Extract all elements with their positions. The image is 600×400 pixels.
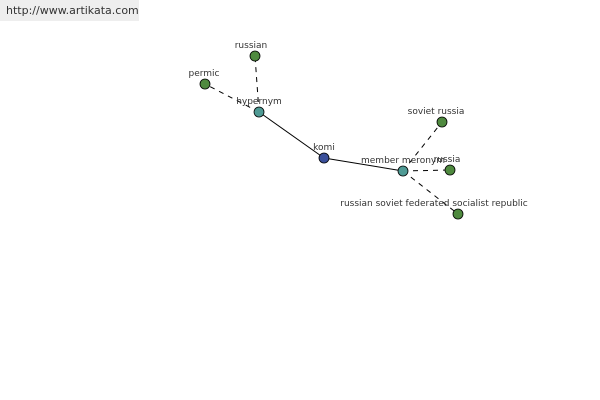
node-permic-marker[interactable] <box>199 78 211 90</box>
node-permic-label[interactable]: permic <box>188 69 219 79</box>
node-rsfsr-label[interactable]: russian soviet federated socialist repub… <box>340 199 528 209</box>
node-komi-label[interactable]: komi <box>313 143 335 153</box>
node-permic[interactable]: permic <box>188 69 220 90</box>
graph-edges <box>204 55 459 215</box>
edge-komi-hypernym <box>258 111 325 159</box>
node-russia[interactable]: russia <box>434 155 461 176</box>
node-hypernym[interactable]: hypernym <box>236 97 282 118</box>
graph-nodes: komi hypernym member meronym russian permic s… <box>188 41 528 220</box>
edge-member-meronym-rsfsr <box>402 170 459 215</box>
node-soviet-russia-label[interactable]: soviet russia <box>408 107 465 117</box>
node-komi[interactable]: komi <box>313 143 335 164</box>
node-russian-label[interactable]: russian <box>235 41 268 51</box>
edge-member-meronym-russia <box>402 169 451 172</box>
edge-hypernym-permic <box>204 83 260 113</box>
edge-komi-member-meronym <box>323 157 404 172</box>
node-russian[interactable]: russian <box>235 41 268 62</box>
node-komi-marker[interactable] <box>318 152 330 164</box>
node-russian-marker[interactable] <box>249 50 261 62</box>
node-hypernym-marker[interactable] <box>253 106 265 118</box>
node-russia-marker[interactable] <box>444 164 456 176</box>
node-hypernym-label[interactable]: hypernym <box>236 97 282 107</box>
node-soviet-russia-marker[interactable] <box>436 116 448 128</box>
edge-member-meronym-soviet-russia <box>402 121 443 172</box>
node-member-meronym-label[interactable]: member meronym <box>361 156 445 166</box>
node-rsfsr-marker[interactable] <box>452 208 464 220</box>
node-rsfsr[interactable]: russian soviet federated socialist repub… <box>340 199 528 220</box>
node-member-meronym-marker[interactable] <box>397 165 409 177</box>
watermark-url[interactable]: http://www.artikata.com <box>0 0 139 21</box>
node-soviet-russia[interactable]: soviet russia <box>408 107 465 128</box>
node-member-meronym[interactable]: member meronym <box>361 156 445 177</box>
node-russia-label[interactable]: russia <box>434 155 461 165</box>
